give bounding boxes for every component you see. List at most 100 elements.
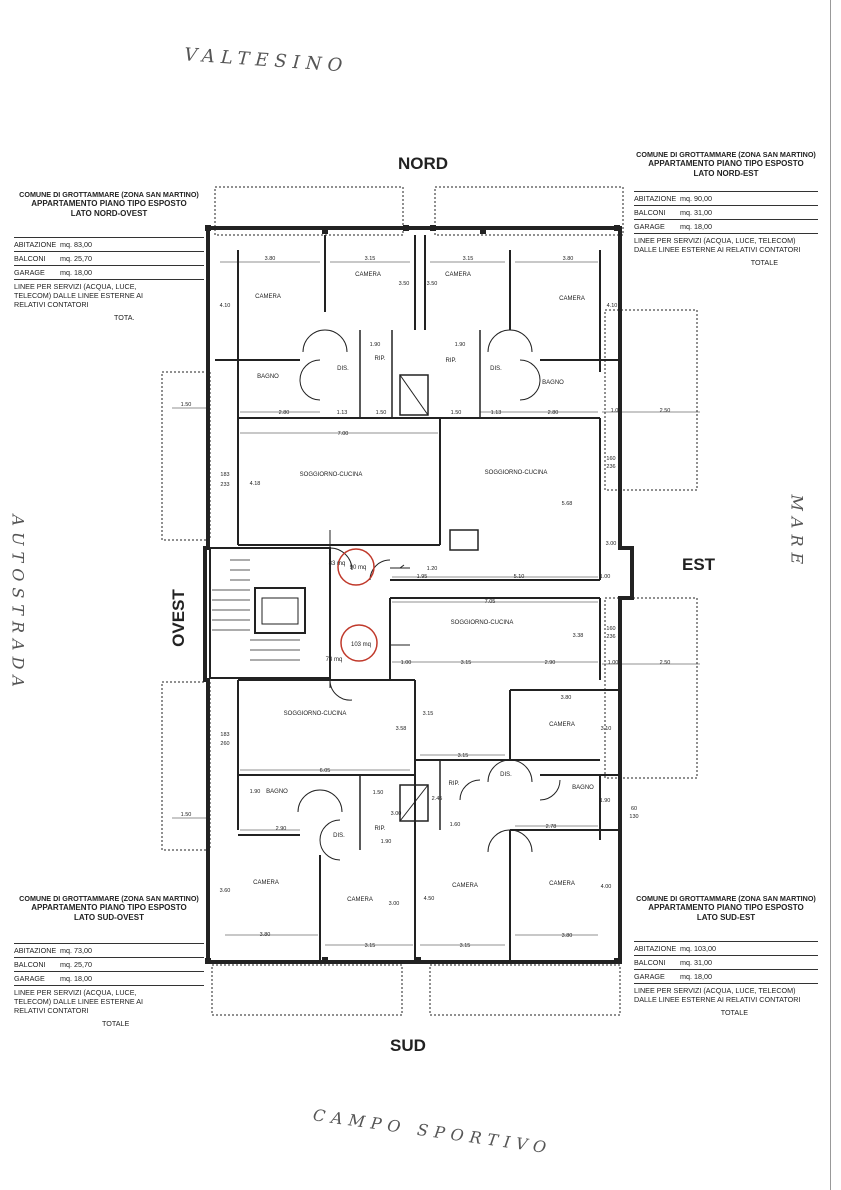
dim-label: 160 <box>606 456 615 462</box>
row-unit: mq. <box>60 268 72 277</box>
dim-label: 5.10 <box>514 574 525 580</box>
infobox-title: APPARTAMENTO PIANO TIPO ESPOSTO <box>31 199 187 208</box>
room-soggiorno-ne: SOGGIORNO-CUCINA <box>485 470 548 476</box>
room-rip-se: RIP. <box>449 781 460 787</box>
area-label-103: 103 mq <box>351 642 371 648</box>
dim-label: 1.90 <box>381 839 392 845</box>
row-label: ABITAZIONE <box>14 240 57 249</box>
dim-label: 3.50 <box>399 281 410 287</box>
room-rip-sw: RIP. <box>375 826 386 832</box>
infobox-note: LINEE PER SERVIZI (ACQUA, LUCE, TELECOM)… <box>14 988 144 1015</box>
dim-label: 1.50 <box>451 410 462 416</box>
infobox-side: LATO NORD-OVEST <box>70 209 148 218</box>
dim-label: 60 <box>631 806 637 812</box>
outer-wall <box>203 226 634 964</box>
infobox-sud-ovest: COMUNE DI GROTTAMMARE (ZONA SAN MARTINO)… <box>14 894 204 1028</box>
room-dis-se: DIS. <box>500 772 512 778</box>
infobox-comune: COMUNE DI GROTTAMMARE (ZONA SAN MARTINO) <box>636 150 816 159</box>
dim-label: 1.00 <box>608 660 619 666</box>
room-camera-ne-2: CAMERA <box>559 296 585 302</box>
shaft-south <box>399 784 429 822</box>
infobox-note: LINEE PER SERVIZI (ACQUA, LUCE, TELECOM)… <box>634 236 801 254</box>
row-unit: mq. <box>60 946 72 955</box>
row-unit: mq. <box>680 194 692 203</box>
dim-label: 5.68 <box>562 501 573 507</box>
row-label: ABITAZIONE <box>634 944 677 953</box>
dim-label: 3.38 <box>573 633 584 639</box>
room-soggiorno-sw: SOGGIORNO-CUCINA <box>284 711 347 717</box>
infobox-comune: COMUNE DI GROTTAMMARE (ZONA SAN MARTINO) <box>19 894 199 903</box>
row-value: 31,00 <box>694 958 712 967</box>
row-unit: mq. <box>60 254 72 263</box>
dim-label: 1.00 <box>611 408 622 414</box>
row-label: GARAGE <box>14 974 45 983</box>
room-soggiorno-se: SOGGIORNO-CUCINA <box>451 620 514 626</box>
dim-label: 3.58 <box>396 726 407 732</box>
dim-label: 3.15 <box>365 943 376 949</box>
dim-label: 1.00 <box>401 660 412 666</box>
infobox-title: APPARTAMENTO PIANO TIPO ESPOSTO <box>648 159 804 168</box>
dim-label: 3.10 <box>601 726 612 732</box>
dim-label: 1.60 <box>450 822 461 828</box>
room-camera-nw: CAMERA <box>255 294 281 300</box>
infobox-row: GARAGE mq.18,00 <box>14 266 204 280</box>
row-value: 103,00 <box>694 944 716 953</box>
compass-south: SUD <box>390 1036 426 1055</box>
dim-label: 1.95 <box>417 574 428 580</box>
balcony-south-east <box>429 964 621 1016</box>
dim-label: 3.60 <box>220 888 231 894</box>
infobox-side: LATO SUD-EST <box>696 913 756 922</box>
row-label: GARAGE <box>14 268 45 277</box>
compass-east: EST <box>682 555 716 574</box>
room-camera-sw: CAMERA <box>253 880 279 886</box>
dim-label: 3.15 <box>365 256 376 262</box>
row-value: 25,70 <box>74 254 92 263</box>
balcony-north-west <box>214 186 404 236</box>
room-camera-sw-2: CAMERA <box>347 897 373 903</box>
room-camera-nw-2: CAMERA <box>355 272 381 278</box>
row-value: 90,00 <box>694 194 712 203</box>
dim-label: 1.90 <box>455 342 466 348</box>
row-unit: mq. <box>680 208 692 217</box>
arrows <box>329 530 410 688</box>
dim-label: 260 <box>220 741 229 747</box>
room-bagno-se: BAGNO <box>572 785 594 791</box>
dim-label: 3.15 <box>458 753 469 759</box>
infobox-total: TOTALE <box>102 1019 130 1028</box>
dim-label: 2.50 <box>660 408 671 414</box>
dim-label: 1.20 <box>427 566 438 572</box>
infobox-side: LATO NORD-EST <box>693 169 759 178</box>
room-rip-nw: RIP. <box>375 356 386 362</box>
dim-label: 2.90 <box>545 660 556 666</box>
infobox-note: LINEE PER SERVIZI (ACQUA, LUCE, TELECOM)… <box>634 986 801 1004</box>
room-camera-ne: CAMERA <box>445 272 471 278</box>
row-value: 18,00 <box>74 268 92 277</box>
dim-label: 1.50 <box>376 410 387 416</box>
balcony-south-west <box>211 964 403 1016</box>
area-highlight-103 <box>340 624 378 662</box>
dim-label: 1.50 <box>373 790 384 796</box>
room-soggiorno-nw: SOGGIORNO-CUCINA <box>300 472 363 478</box>
room-rip-ne: RIP. <box>446 358 457 364</box>
room-camera-se: CAMERA <box>549 722 575 728</box>
dim-label: 7.05 <box>485 599 496 605</box>
dim-label: 1.90 <box>600 798 611 804</box>
elevator <box>254 587 306 634</box>
room-dis-sw: DIS. <box>333 833 345 839</box>
dimension-lines <box>172 261 700 946</box>
dim-label: 1.00 <box>600 574 611 580</box>
dim-label: 1.90 <box>250 789 261 795</box>
row-label: ABITAZIONE <box>14 946 57 955</box>
dim-label: 3.80 <box>260 932 271 938</box>
area-highlight-90 <box>337 548 375 586</box>
dim-label: 3.50 <box>427 281 438 287</box>
row-value: 31,00 <box>694 208 712 217</box>
row-value: 18,00 <box>694 972 712 981</box>
room-dis-nw: DIS. <box>337 366 349 372</box>
